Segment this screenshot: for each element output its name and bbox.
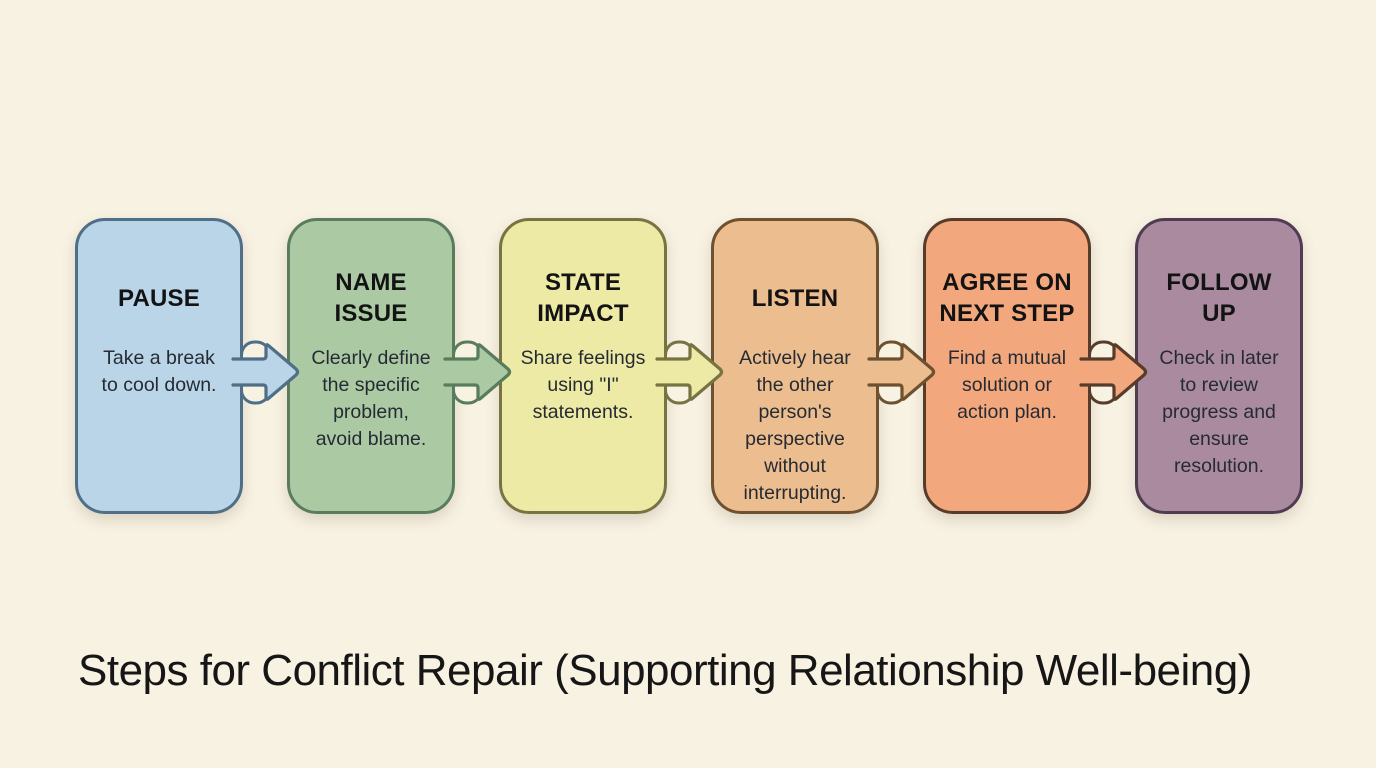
step-description-agree-next-step: Find a mutual solution or action plan. [947, 347, 1067, 423]
step-box-follow-up: FOLLOW UP Check in later to review progr… [1135, 218, 1303, 514]
step-box-listen: LISTEN Actively hear the other person's … [711, 218, 879, 514]
diagram-title: Steps for Conflict Repair (Supporting Re… [78, 646, 1252, 695]
step-box-agree-next-step: AGREE ON NEXT STEP Find a mutual solutio… [923, 218, 1091, 514]
step-description-follow-up: Check in later to review progress and en… [1159, 347, 1279, 477]
step-title-agree-next-step: AGREE ON NEXT STEP [939, 269, 1075, 327]
flow-arrow-2-icon [443, 340, 512, 405]
flow-arrow-3-icon [655, 340, 724, 405]
step-title-name-issue: NAME ISSUE [334, 269, 408, 327]
step-title-state-impact: STATE IMPACT [537, 269, 629, 327]
step-title-pause: PAUSE [118, 284, 200, 312]
step-box-pause: PAUSE Take a break to cool down. [75, 218, 243, 514]
step-description-pause: Take a break to cool down. [101, 347, 217, 396]
step-description-listen: Actively hear the other person's perspec… [739, 347, 851, 504]
flow-arrow-4-icon [867, 340, 936, 405]
step-title-follow-up: FOLLOW UP [1166, 269, 1272, 327]
step-description-state-impact: Share feelings using "I" statements. [520, 347, 646, 423]
step-box-state-impact: STATE IMPACT Share feelings using "I" st… [499, 218, 667, 514]
step-box-name-issue: NAME ISSUE Clearly define the specific p… [287, 218, 455, 514]
flow-arrow-1-icon [231, 340, 300, 405]
step-title-listen: LISTEN [751, 284, 839, 312]
flow-arrow-5-icon [1079, 340, 1148, 405]
step-description-name-issue: Clearly define the specific problem, avo… [311, 347, 431, 450]
